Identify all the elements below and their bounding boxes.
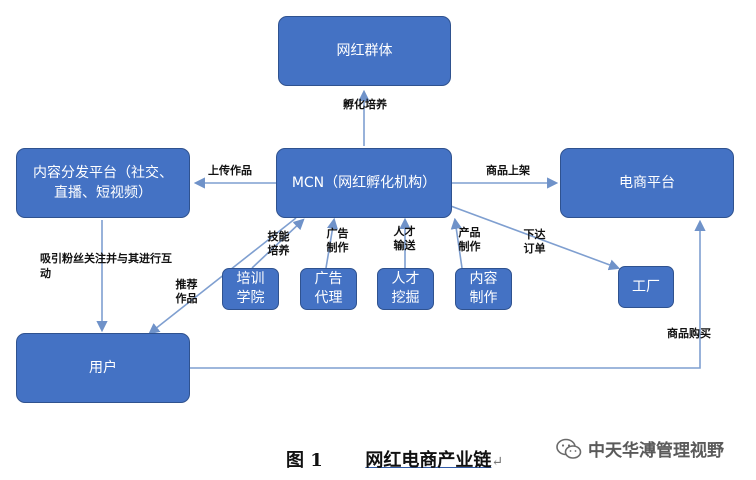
- node-ecommerce: 电商平台: [560, 148, 734, 218]
- wechat-logo-icon: [556, 438, 582, 459]
- edge-label-recommend: 推荐作品: [175, 278, 198, 305]
- edge-label-talent-delivery: 人才输送: [393, 225, 416, 252]
- node-mcn: MCN（网红孵化机构）: [276, 148, 452, 218]
- return-mark: ↵: [491, 454, 504, 470]
- node-talent: 人才挖掘: [377, 268, 434, 310]
- node-training-label: 培训学院: [236, 271, 265, 306]
- edge-label-incubation: 孵化培养: [343, 98, 387, 111]
- node-ad-agency: 广告代理: [300, 268, 357, 310]
- arrow-content-making-to-mcn: [450, 217, 463, 269]
- node-user-label: 用户: [89, 360, 117, 376]
- node-content-platform: 内容分发平台（社交、直播、短视频）: [16, 148, 190, 218]
- node-talent-label: 人才挖掘: [391, 271, 420, 306]
- edge-label-place-order: 下达订单: [523, 228, 546, 255]
- node-wanghong: 网红群体: [278, 16, 451, 86]
- node-ecommerce-label: 电商平台: [619, 175, 675, 191]
- arrow-training-to-mcn: [251, 218, 305, 269]
- watermark: 中天华溥管理视野: [556, 436, 724, 461]
- node-wanghong-label: 网红群体: [336, 43, 393, 59]
- node-factory-label: 工厂: [632, 278, 660, 295]
- node-mcn-label: MCN（网红孵化机构）: [291, 175, 437, 191]
- edge-label-attract: 吸引粉丝关注并与其进行互动: [40, 252, 172, 280]
- node-content-platform-label: 内容分发平台（社交、直播、短视频）: [33, 165, 173, 201]
- figure-number: 图 1: [286, 450, 323, 471]
- arrow-user-to-ecommerce: [190, 219, 706, 369]
- figure-title: 网红电商产业链: [365, 450, 492, 471]
- node-content-making-label: 内容制作: [469, 271, 498, 306]
- node-user: 用户: [16, 333, 190, 403]
- edge-label-upload: 上传作品: [208, 164, 252, 177]
- figure-caption: 图 1 网红电商产业链↵: [286, 446, 503, 472]
- edge-label-ad-making: 广告制作: [326, 227, 349, 254]
- node-ad-agency-label: 广告代理: [314, 271, 343, 306]
- edge-label-skill-training: 技能培养: [267, 230, 290, 257]
- edge-label-goods-listing: 商品上架: [486, 164, 530, 177]
- node-training: 培训学院: [222, 268, 279, 310]
- node-content-making: 内容制作: [455, 268, 512, 310]
- edge-label-product-making: 产品制作: [458, 226, 481, 253]
- watermark-text: 中天华溥管理视野: [588, 441, 724, 461]
- edge-label-purchase: 商品购买: [667, 327, 711, 340]
- node-factory: 工厂: [618, 266, 674, 308]
- arrow-ad-agency-to-mcn: [325, 217, 339, 269]
- arrow-mcn-to-factory: [447, 204, 621, 271]
